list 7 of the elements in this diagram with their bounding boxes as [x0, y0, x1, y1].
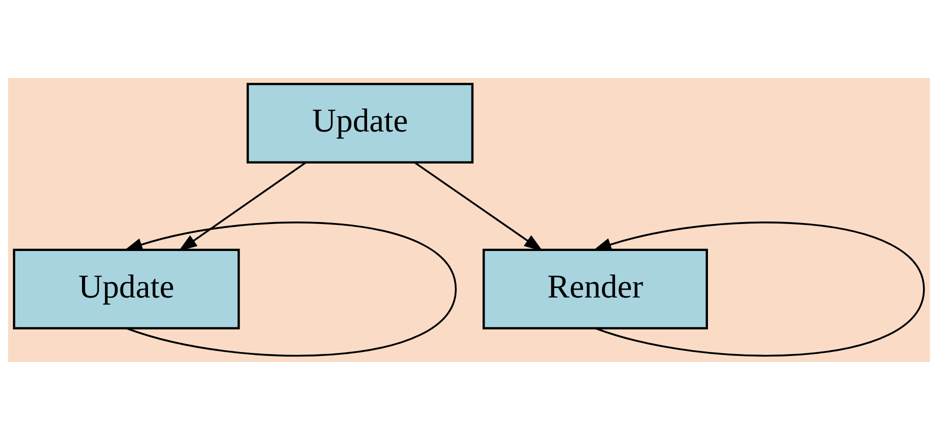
arrow — [592, 222, 925, 356]
node-box: Render — [482, 248, 708, 330]
arrow — [178, 162, 306, 252]
arrow — [414, 162, 543, 252]
node-box: Update — [246, 82, 474, 164]
arrow — [124, 222, 457, 356]
node-box: Update — [12, 248, 240, 330]
